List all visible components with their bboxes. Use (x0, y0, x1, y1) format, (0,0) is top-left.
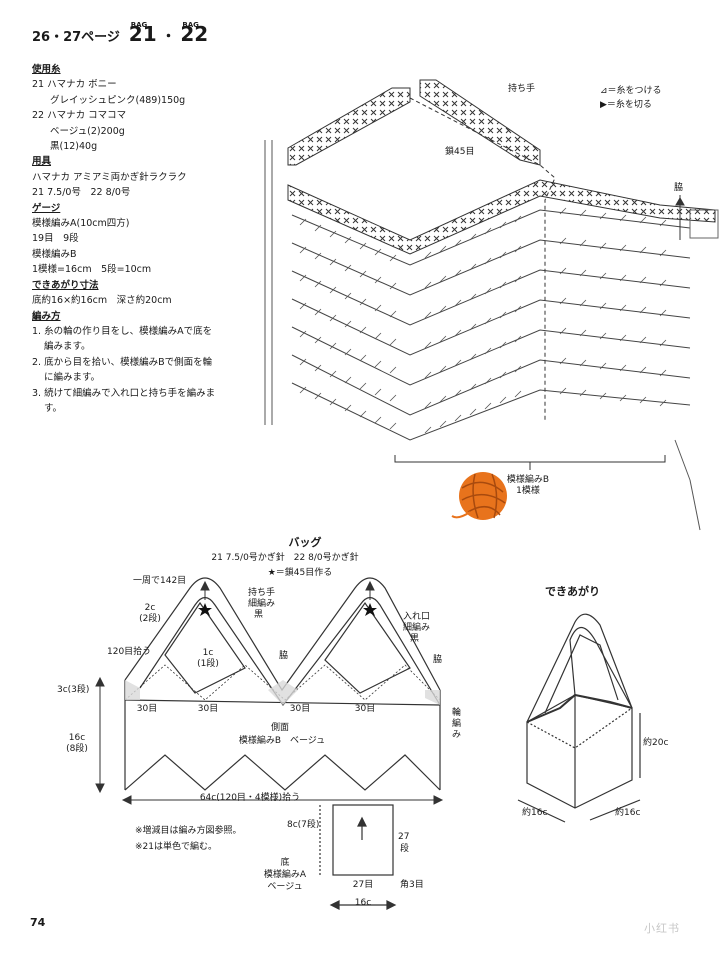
handle-band-left (287, 87, 411, 166)
yarn-22-color2: 黒(12)40g (50, 141, 98, 153)
tools-line1: ハマナカ アミアミ両かぎ針ラクラク (32, 171, 187, 183)
bag-handle-shading (125, 680, 440, 705)
page-header: 26・27ページ BAG 21 ・ BAG 22 (32, 21, 209, 46)
pattern-b-sub: 1模様 (516, 486, 540, 496)
bag-arrows (95, 580, 444, 805)
bag-tag-a: BAG (130, 21, 148, 29)
stitch-30-3: 30目 (289, 704, 311, 714)
stitch-30-4: 30目 (354, 704, 376, 714)
bag-title: バッグ (288, 536, 322, 549)
finished-height: 約20c (643, 738, 669, 748)
pick-120: 120目拾う (107, 647, 152, 657)
separator-dot: ・ (161, 29, 176, 45)
corner-3: 角3目 (400, 880, 424, 890)
handle-sc2: 細編み (248, 599, 276, 609)
ring-knit: 輪編み (452, 708, 462, 740)
finished-width-a: 約16c (522, 808, 548, 818)
stitch-ticks (299, 207, 667, 434)
handle-label: 持ち手 (508, 84, 536, 94)
pick-64: 64c(120目・4模様)拾う (199, 793, 301, 803)
chart-side-label: 脇 (674, 183, 684, 193)
bottom-label: 底 (280, 858, 290, 868)
finished-bag-drawing (517, 613, 641, 823)
gauge-b-value: 1模様=16cm 5段=10cm (32, 264, 152, 276)
yarn-heading: 使用糸 (32, 64, 61, 75)
dim-2c-rows: (2段) (139, 614, 161, 624)
gauge-a-value: 19目 9段 (32, 233, 79, 245)
top-zigzag-band (287, 179, 716, 255)
bag-tag-b: BAG (182, 21, 199, 29)
page-number: 74 (30, 916, 46, 929)
finished-width-b: 約16c (615, 808, 641, 818)
tools-line2: 21 7.5/0号 22 8/0号 (32, 187, 131, 199)
size-heading: できあがり寸法 (32, 279, 99, 291)
yarn-ball-icon (451, 472, 507, 520)
repeat-bracket (394, 455, 666, 470)
handle-sc: 持ち手 (248, 588, 276, 598)
yarn-21-color: グレイッシュピンク(489)150g (50, 94, 186, 106)
yarn-21-name: 21 ハマナカ ボニー (32, 79, 117, 91)
opening-black: 黒 (410, 634, 420, 644)
side-b: 脇 (433, 655, 443, 665)
stitch-30-2: 30目 (197, 704, 219, 714)
opening-sc: 細編み (403, 623, 431, 633)
side-pattern: 模様編みB ベージュ (238, 736, 326, 746)
dim-1c-rows: (1段) (197, 659, 219, 669)
step-1: 1. 糸の輪の作り目をし、模様編みAで底を編みます。 (32, 325, 213, 353)
width-16c: 16c (354, 898, 372, 908)
rows-27-unit: 段 (400, 844, 410, 854)
side-a: 脇 (279, 651, 289, 661)
handle-band-right (419, 79, 541, 166)
dim-3c: 3c(3段) (57, 685, 90, 695)
gauge-heading: ゲージ (32, 202, 61, 214)
note-2: ※21は単色で編む。 (135, 842, 217, 852)
side-name: 側面 (270, 723, 290, 733)
rows-27: 27 (398, 832, 410, 842)
legend-attach: ⊿＝糸をつける (600, 86, 662, 96)
zigzag-rows (291, 209, 691, 441)
bottom-color: ベージュ (267, 882, 303, 892)
round-142: 一周で142目 (133, 576, 187, 586)
yarn-22-name: 22 ハマナカ コマコマ (32, 110, 127, 122)
gauge-a: 模様編みA(10cm四方) (32, 218, 130, 230)
tools-heading: 用具 (32, 156, 52, 168)
dim-8c: 8c(7段) (287, 820, 320, 830)
stitch-27: 27目 (352, 880, 374, 890)
chain-45-label: 鎖45目 (445, 147, 475, 157)
chart-border (264, 140, 701, 531)
page-reference: 26・27ページ (32, 30, 120, 45)
bag-hooks: 21 7.5/0号かぎ針 22 8/0号かぎ針 (211, 553, 359, 563)
finished-title: できあがり (545, 585, 600, 598)
size-value: 底約16×約16cm 深さ約20cm (32, 295, 172, 307)
bottom-pattern: 模様編みA (263, 870, 307, 880)
bag-number-21: 21 (128, 22, 157, 46)
yarn-22-color1: ベージュ(2)200g (50, 125, 125, 137)
pattern-b-label: 模様編みB (506, 475, 550, 485)
bottom-square (319, 804, 397, 910)
gauge-b: 模様編みB (32, 248, 77, 260)
dim-16c-rows: (8段) (66, 744, 88, 754)
stitch-30-1: 30目 (136, 704, 158, 714)
step-3: 3. 続けて細編みで入れ口と持ち手を編みます。 (32, 387, 216, 414)
dim-2c: 2c (144, 603, 156, 613)
note-1: ※増減目は編み方図参照。 (135, 826, 242, 836)
watermark: 小红书 (644, 922, 680, 935)
side-marker-arrow (675, 195, 719, 240)
materials-spec: 使用糸 21 ハマナカ ボニー グレイッシュピンク(489)150g 22 ハマ… (32, 62, 262, 416)
handle-sc3: 黒 (254, 610, 264, 620)
step-2: 2. 底から目を拾い、模様編みBで側面を輪に編みます。 (32, 356, 213, 384)
star-markers (198, 603, 377, 616)
bag-number-22: 22 (180, 22, 209, 46)
dim-16c: 16c (68, 733, 86, 743)
method-heading: 編み方 (32, 310, 61, 322)
opening-label: 入れ口 (403, 612, 431, 622)
legend-cut: ▶＝糸を切る (600, 100, 652, 110)
dim-1c: 1c (202, 648, 214, 658)
bag-star-note: ★＝鎖45目作る (267, 568, 333, 578)
